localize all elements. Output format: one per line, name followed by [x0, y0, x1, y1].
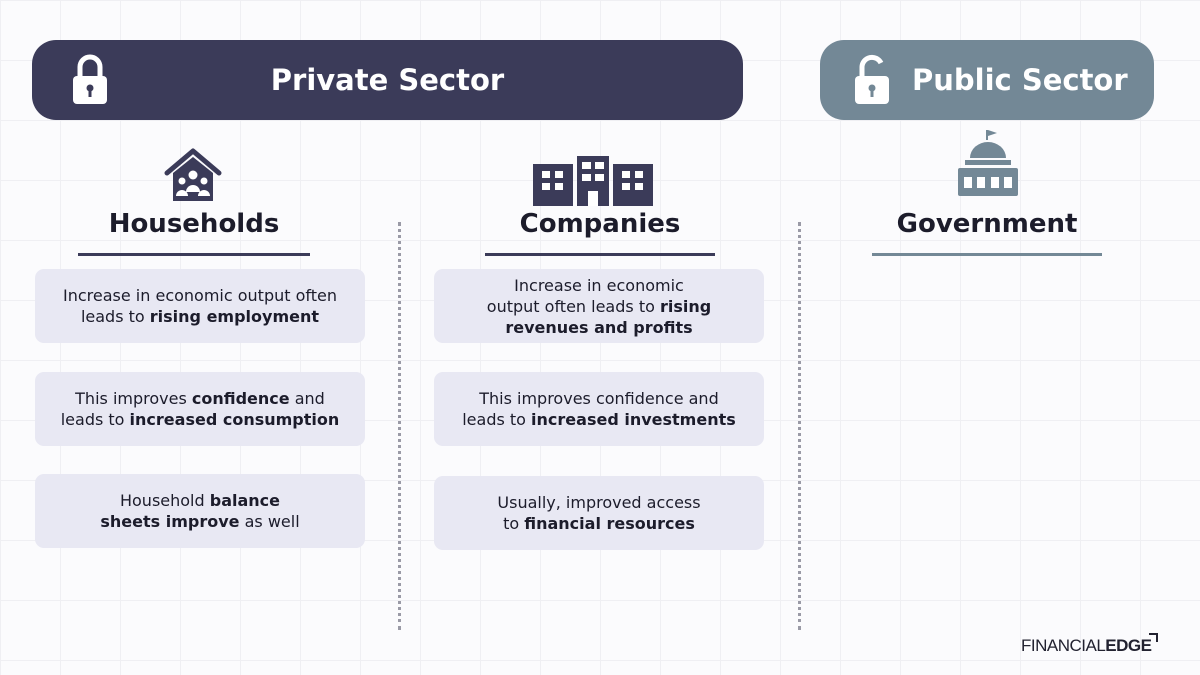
households-card-2: This improves confidence and leads to in… — [35, 372, 365, 446]
card-text-bold: confidence — [191, 389, 290, 408]
government-underline — [872, 253, 1102, 256]
card-text-bold: increased investments — [531, 410, 736, 429]
households-title: Households — [108, 209, 280, 239]
companies-card-1: Increase in economic output often leads … — [434, 269, 764, 343]
card-text: Increase in economic output often — [63, 286, 337, 305]
card-text: leads to — [60, 410, 130, 429]
lock-open-icon — [855, 54, 889, 104]
card-text-bold: sheets improve — [100, 512, 240, 531]
public-sector-banner: Public Sector — [820, 40, 1154, 120]
public-sector-title: Public Sector — [912, 63, 1128, 97]
house-family-icon — [164, 148, 222, 201]
card-text: output often leads to — [486, 296, 660, 316]
card-text-bold: increased consumption — [129, 410, 340, 429]
card-text: leads to — [80, 307, 150, 326]
households-underline — [78, 253, 310, 256]
card-text: This improves confidence and — [479, 389, 719, 408]
companies-card-2: This improves confidence and leads to in… — [434, 372, 764, 446]
companies-underline — [485, 253, 715, 256]
government-title: Government — [896, 209, 1078, 239]
card-text-bold: rising employment — [149, 307, 320, 326]
column-divider — [798, 222, 801, 630]
card-text: Household — [119, 491, 210, 510]
lock-closed-icon — [73, 54, 107, 104]
private-sector-title: Private Sector — [270, 63, 505, 97]
government-building-icon — [958, 130, 1018, 196]
companies-title: Companies — [519, 209, 681, 239]
households-card-1: Increase in economic output often leads … — [35, 269, 365, 343]
card-text-bold: financial resources — [524, 514, 695, 533]
brand-text-bold: EDGE — [1105, 636, 1152, 655]
card-text-bold: revenues and profits — [505, 317, 693, 337]
column-divider — [398, 222, 401, 630]
card-text: This improves — [75, 389, 192, 408]
brand-text: FINANCIAL — [1021, 636, 1106, 655]
brand-logo: FINANCIALEDGE — [1021, 636, 1152, 656]
office-buildings-icon — [533, 156, 653, 206]
card-text-bold: rising — [659, 296, 712, 316]
companies-card-3: Usually, improved access to financial re… — [434, 476, 764, 550]
card-text: Usually, improved access — [497, 493, 701, 512]
card-text: and — [289, 389, 325, 408]
card-text: as well — [239, 512, 300, 531]
card-text: Increase in economic — [514, 275, 684, 295]
households-card-3: Household balance sheets improve as well — [35, 474, 365, 548]
private-sector-banner: Private Sector — [32, 40, 743, 120]
card-text: leads to — [462, 410, 532, 429]
card-text-bold: balance — [209, 491, 281, 510]
card-text: to — [503, 514, 525, 533]
brand-corner-icon — [1149, 633, 1158, 642]
